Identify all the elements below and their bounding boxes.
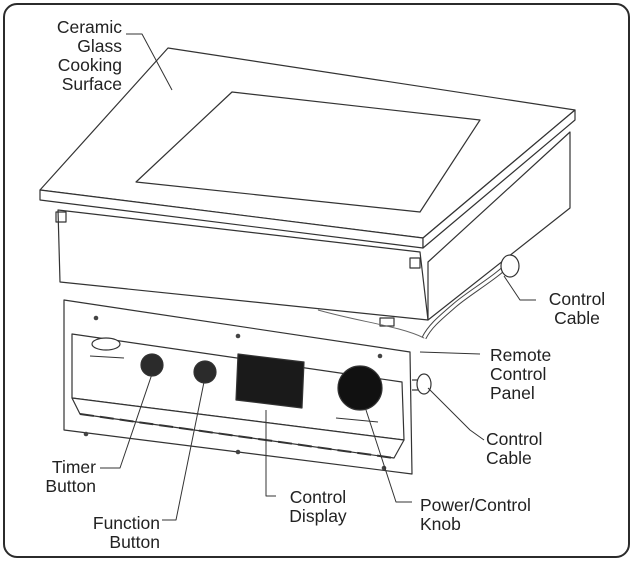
panel-bottom-bevel [71,397,405,459]
cooking-zone-square [135,91,481,213]
leader-cable-top [503,275,536,301]
cable-connector-side [416,373,432,395]
leader-timer [100,373,153,469]
mount-tab-left [55,211,67,223]
leader-function [162,381,205,521]
glass-edge-side [422,109,576,249]
brand-logo [91,337,121,351]
housing-side [427,131,571,321]
leader-knob [365,409,412,503]
function-button-icon [193,360,217,384]
timer-button-icon [140,353,164,377]
mount-tab-right [409,257,421,269]
control-display-screen [235,353,305,409]
leader-remote-panel [419,351,481,355]
leader-ceramic [126,33,173,91]
leader-display [265,410,276,497]
power-knob-icon [337,365,383,411]
leader-cable-side [427,387,485,441]
cable-connector-top [500,254,520,278]
